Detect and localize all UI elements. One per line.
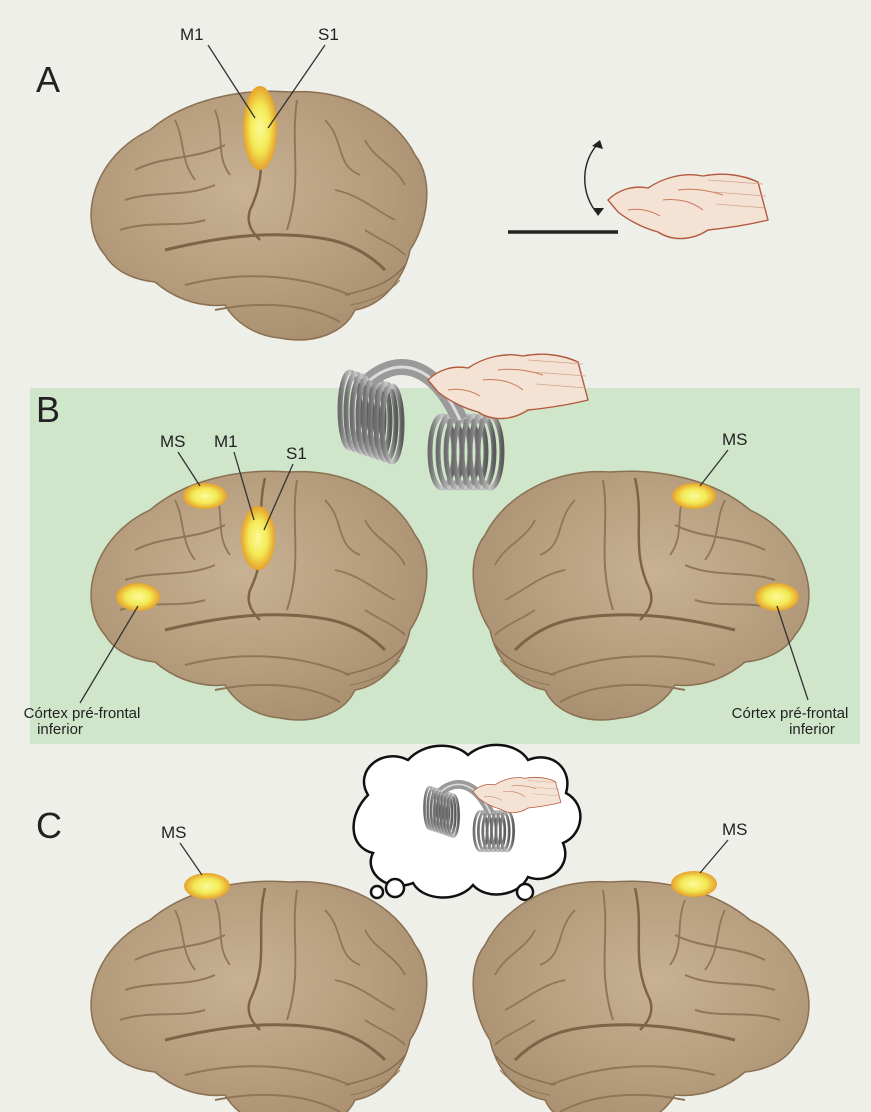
panel-c-left-brain <box>91 881 427 1112</box>
panel-b-left-activation-ms <box>183 483 227 509</box>
hand-tapping-icon <box>508 140 768 239</box>
panel-b-letter: B <box>36 389 60 430</box>
panel-a-label-s1: S1 <box>318 25 339 44</box>
panel-c-letter: C <box>36 805 62 846</box>
panel-c-label-ms-right: MS <box>722 820 748 839</box>
panel-a-activation-m1-s1 <box>243 86 277 170</box>
panel-a-label-m1: M1 <box>180 25 204 44</box>
panel-b-cortex-left-line1: Córtex pré-frontal <box>24 705 141 722</box>
panel-c-left-activation-ms <box>184 873 230 899</box>
panel-b-cortex-right-line2: inferior <box>789 721 835 738</box>
panel-c-ms-left-leader <box>180 843 202 875</box>
panel-c-label-ms-left: MS <box>161 823 187 842</box>
panel-c-right-activation-ms <box>671 871 717 897</box>
panel-c-right-brain <box>473 881 809 1112</box>
panel-a-letter: A <box>36 59 60 100</box>
panel-a: A M1 S1 <box>36 25 768 340</box>
panel-b-label-m1: M1 <box>214 432 238 451</box>
panel-b-right-activation-ms <box>672 483 716 509</box>
panel-b-label-ms-right: MS <box>722 430 748 449</box>
panel-b-label-ms-left: MS <box>160 432 186 451</box>
panel-c-ms-right-leader <box>700 840 728 873</box>
panel-b-cortex-right-line1: Córtex pré-frontal <box>732 705 849 722</box>
panel-b-label-s1: S1 <box>286 444 307 463</box>
panel-c: C MS MS <box>36 745 809 1112</box>
panel-b-cortex-left-line2: inferior <box>37 721 83 738</box>
